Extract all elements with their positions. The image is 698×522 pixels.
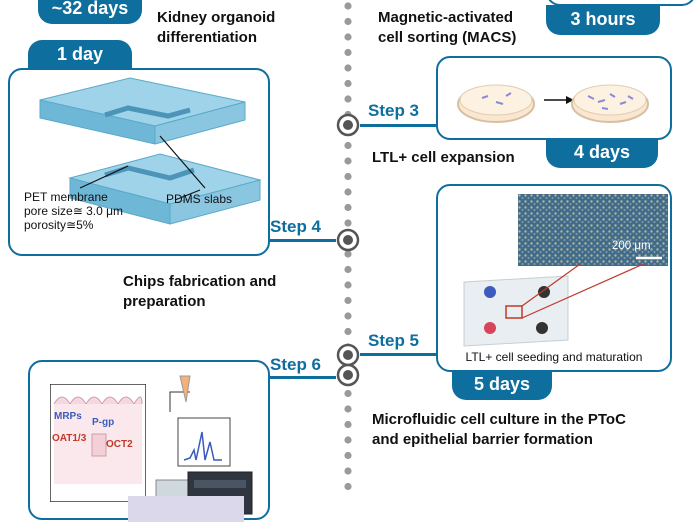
timeline-dot: [344, 203, 352, 212]
cell-diagram: [50, 384, 146, 502]
timeline-dot: [344, 312, 352, 320]
timeline-dot: [344, 405, 352, 413]
timeline-dot: [344, 172, 352, 181]
timeline-dot: [344, 250, 352, 258]
step3-title: Step 3: [368, 101, 420, 120]
timeline-dot: [344, 265, 352, 274]
timeline-dot: [344, 33, 352, 41]
timeline-dot: [344, 79, 352, 88]
timeline-dot: [344, 2, 352, 10]
timeline-dot: [344, 451, 352, 460]
step3-connector: [360, 124, 436, 127]
step3-label: LTL+ cell expansion: [372, 149, 515, 166]
kidney-duration-tab: ~32 days: [38, 0, 142, 24]
transporter-pgp: P-gp: [92, 417, 115, 428]
step4-node: [336, 228, 360, 252]
step4-chip-box: PET membrane pore size≅ 3.0 μm porosity≅…: [8, 68, 270, 256]
timeline-dot: [344, 64, 352, 72]
step3-node: [336, 113, 360, 137]
step5-connector: [360, 353, 436, 356]
step6-node: [336, 363, 360, 387]
scale-bar-label: 200 μm: [612, 240, 651, 252]
step5-node: [336, 343, 360, 367]
macs-duration-tab: 3 hours: [546, 5, 660, 35]
transporter-oct2: OCT2: [106, 439, 133, 450]
step5-culture-box: 200 μm LTL+ cell seeding and maturation: [436, 184, 672, 372]
timeline-dot: [344, 141, 352, 150]
timeline-dot: [344, 219, 352, 227]
timeline-dot: [344, 482, 352, 491]
timeline-dot: [344, 95, 352, 103]
timeline-dot: [344, 17, 352, 26]
timeline-dot: [344, 436, 352, 444]
step6-analysis-box: MRPs P-gp OAT1/3 OCT2: [28, 360, 270, 522]
step4-title: Step 4: [270, 217, 322, 236]
transporter-mrps: MRPs: [54, 411, 82, 422]
timeline-dot: [344, 48, 352, 57]
timeline-dot: [344, 188, 352, 196]
timeline-dot: [344, 296, 352, 305]
membrane-annotation: PET membrane pore size≅ 3.0 μm porosity≅…: [24, 190, 124, 232]
chip-illustration: [39, 77, 262, 225]
step6-connector: [270, 376, 336, 379]
step4-duration-tab: 1 day: [28, 40, 132, 70]
timeline-dot: [344, 467, 352, 475]
pdms-annotation: PDMS slabs: [166, 192, 233, 206]
timeline-dot: [344, 389, 352, 398]
step3-duration-tab: 4 days: [546, 138, 658, 168]
chip-photo: [463, 264, 645, 347]
timeline-dot: [344, 157, 352, 165]
step5-label: Microfluidic cell culture in the PToC an…: [372, 411, 626, 448]
step4-connector: [270, 239, 336, 242]
macs-label: Magnetic-activated cell sorting (MACS): [378, 9, 517, 46]
kidney-step-label: Kidney organoid differentiation: [157, 9, 276, 46]
transporter-oat: OAT1/3: [52, 433, 87, 444]
timeline-dot: [344, 281, 352, 289]
step3-dish-box: [436, 56, 672, 140]
timeline-dot: [344, 327, 352, 336]
microscopy-image: [518, 194, 668, 266]
step6-title: Step 6: [270, 355, 322, 374]
dish-illustration: [457, 84, 649, 123]
step5-duration-tab: 5 days: [452, 370, 552, 400]
step4-label: Chips fabrication and preparation: [123, 273, 277, 310]
step5-caption: LTL+ cell seeding and maturation: [465, 350, 643, 364]
step5-title: Step 5: [368, 331, 420, 350]
timeline-dot: [344, 420, 352, 429]
